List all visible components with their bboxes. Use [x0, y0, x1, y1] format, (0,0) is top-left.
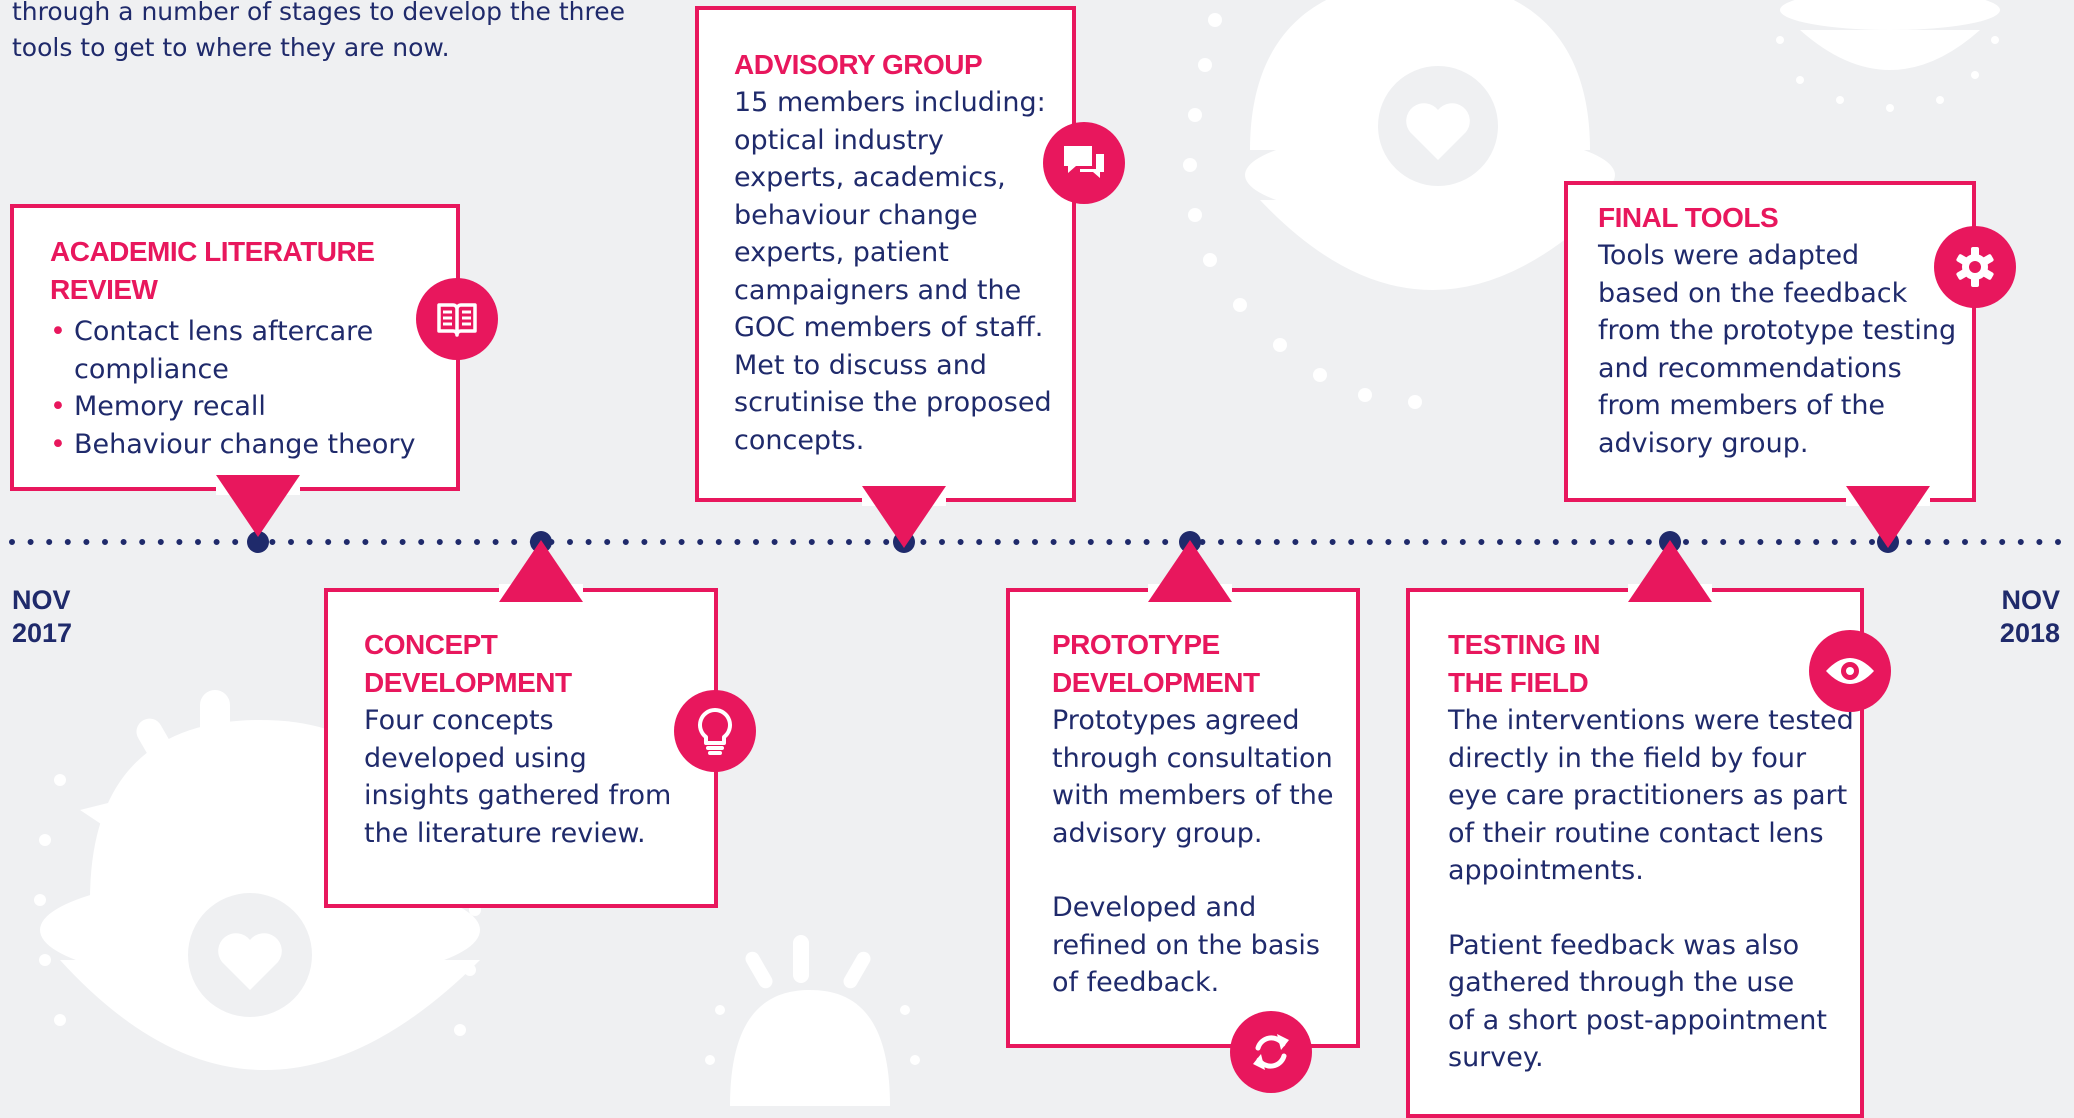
timeline-line [9, 531, 2069, 553]
stage-description-2: Developed and refined on the basis of fe… [1052, 892, 1320, 998]
bullet-item: Behaviour change theory [50, 426, 456, 464]
pointer-up-testing [1628, 540, 1712, 602]
stage-title-line-1: PROTOTYPE [1052, 629, 1220, 660]
stage-card-final-tools: FINAL TOOLS Tools were adapted based on … [1564, 181, 1976, 502]
intro-line-1: through a number of stages to develop th… [12, 0, 626, 26]
stage-description: Four concepts developed using insights g… [364, 705, 672, 849]
pointer-up-concept [499, 540, 583, 602]
end-date: NOV 2018 [1992, 584, 2060, 650]
stage-title-line-1: ACADEMIC LITERATURE [50, 236, 375, 267]
pointer-down-final [1846, 486, 1930, 548]
stage-title: ACADEMIC LITERATURE REVIEW [50, 233, 456, 309]
stage-title: CONCEPT DEVELOPMENT [364, 626, 714, 702]
stage-title: ADVISORY GROUP [734, 49, 983, 80]
pointer-down-academic [216, 475, 300, 537]
stage-title: FINAL TOOLS [1598, 202, 1779, 233]
stage-card-concept-development: CONCEPT DEVELOPMENT Four concepts develo… [324, 588, 718, 908]
stage-title: TESTING IN THE FIELD [1448, 626, 1860, 702]
stage-title-line-1: TESTING IN [1448, 629, 1601, 660]
gear-icon [1934, 226, 2016, 308]
stage-title-line-2: REVIEW [50, 274, 158, 305]
stage-title-line-1: CONCEPT [364, 629, 498, 660]
pointer-down-advisory [862, 486, 946, 548]
stage-card-advisory-group: ADVISORY GROUP 15 members including: opt… [695, 6, 1076, 502]
eye-icon [1809, 630, 1891, 712]
lightbulb-icon [674, 690, 756, 772]
intro-text: through a number of stages to develop th… [12, 0, 652, 66]
timeline-node-academic [247, 531, 269, 553]
stage-description: Tools were adapted based on the feedback… [1598, 240, 1957, 459]
start-month: NOV [12, 585, 71, 615]
bullet-item: Memory recall [50, 388, 456, 426]
end-year: 2018 [1999, 618, 2060, 648]
stage-title-line-2: DEVELOPMENT [1052, 667, 1260, 698]
intro-line-2: tools to get to where they are now. [12, 33, 450, 62]
stage-card-academic-literature-review: ACADEMIC LITERATURE REVIEW Contact lens … [10, 204, 460, 491]
stage-card-prototype-development: PROTOTYPE DEVELOPMENT Prototypes agreed … [1006, 588, 1360, 1048]
stage-description: Prototypes agreed through consultation w… [1052, 705, 1334, 849]
chat-bubbles-icon [1043, 122, 1125, 204]
stage-title-line-2: THE FIELD [1448, 667, 1589, 698]
pointer-up-prototype [1148, 540, 1232, 602]
start-date: NOV 2017 [12, 584, 72, 650]
start-year: 2017 [12, 618, 73, 648]
stage-description: The interventions were tested directly i… [1448, 705, 1854, 886]
stage-title-line-2: DEVELOPMENT [364, 667, 572, 698]
stage-description: 15 members including: optical industry e… [734, 87, 1052, 456]
book-icon [416, 278, 498, 360]
stage-title: PROTOTYPE DEVELOPMENT [1052, 626, 1356, 702]
refresh-icon [1230, 1011, 1312, 1093]
stage-description-2: Patient feedback was also gathered throu… [1448, 929, 1827, 1074]
stage-card-testing-in-the-field: TESTING IN THE FIELD The interventions w… [1406, 588, 1864, 1118]
end-month: NOV [2001, 585, 2060, 615]
